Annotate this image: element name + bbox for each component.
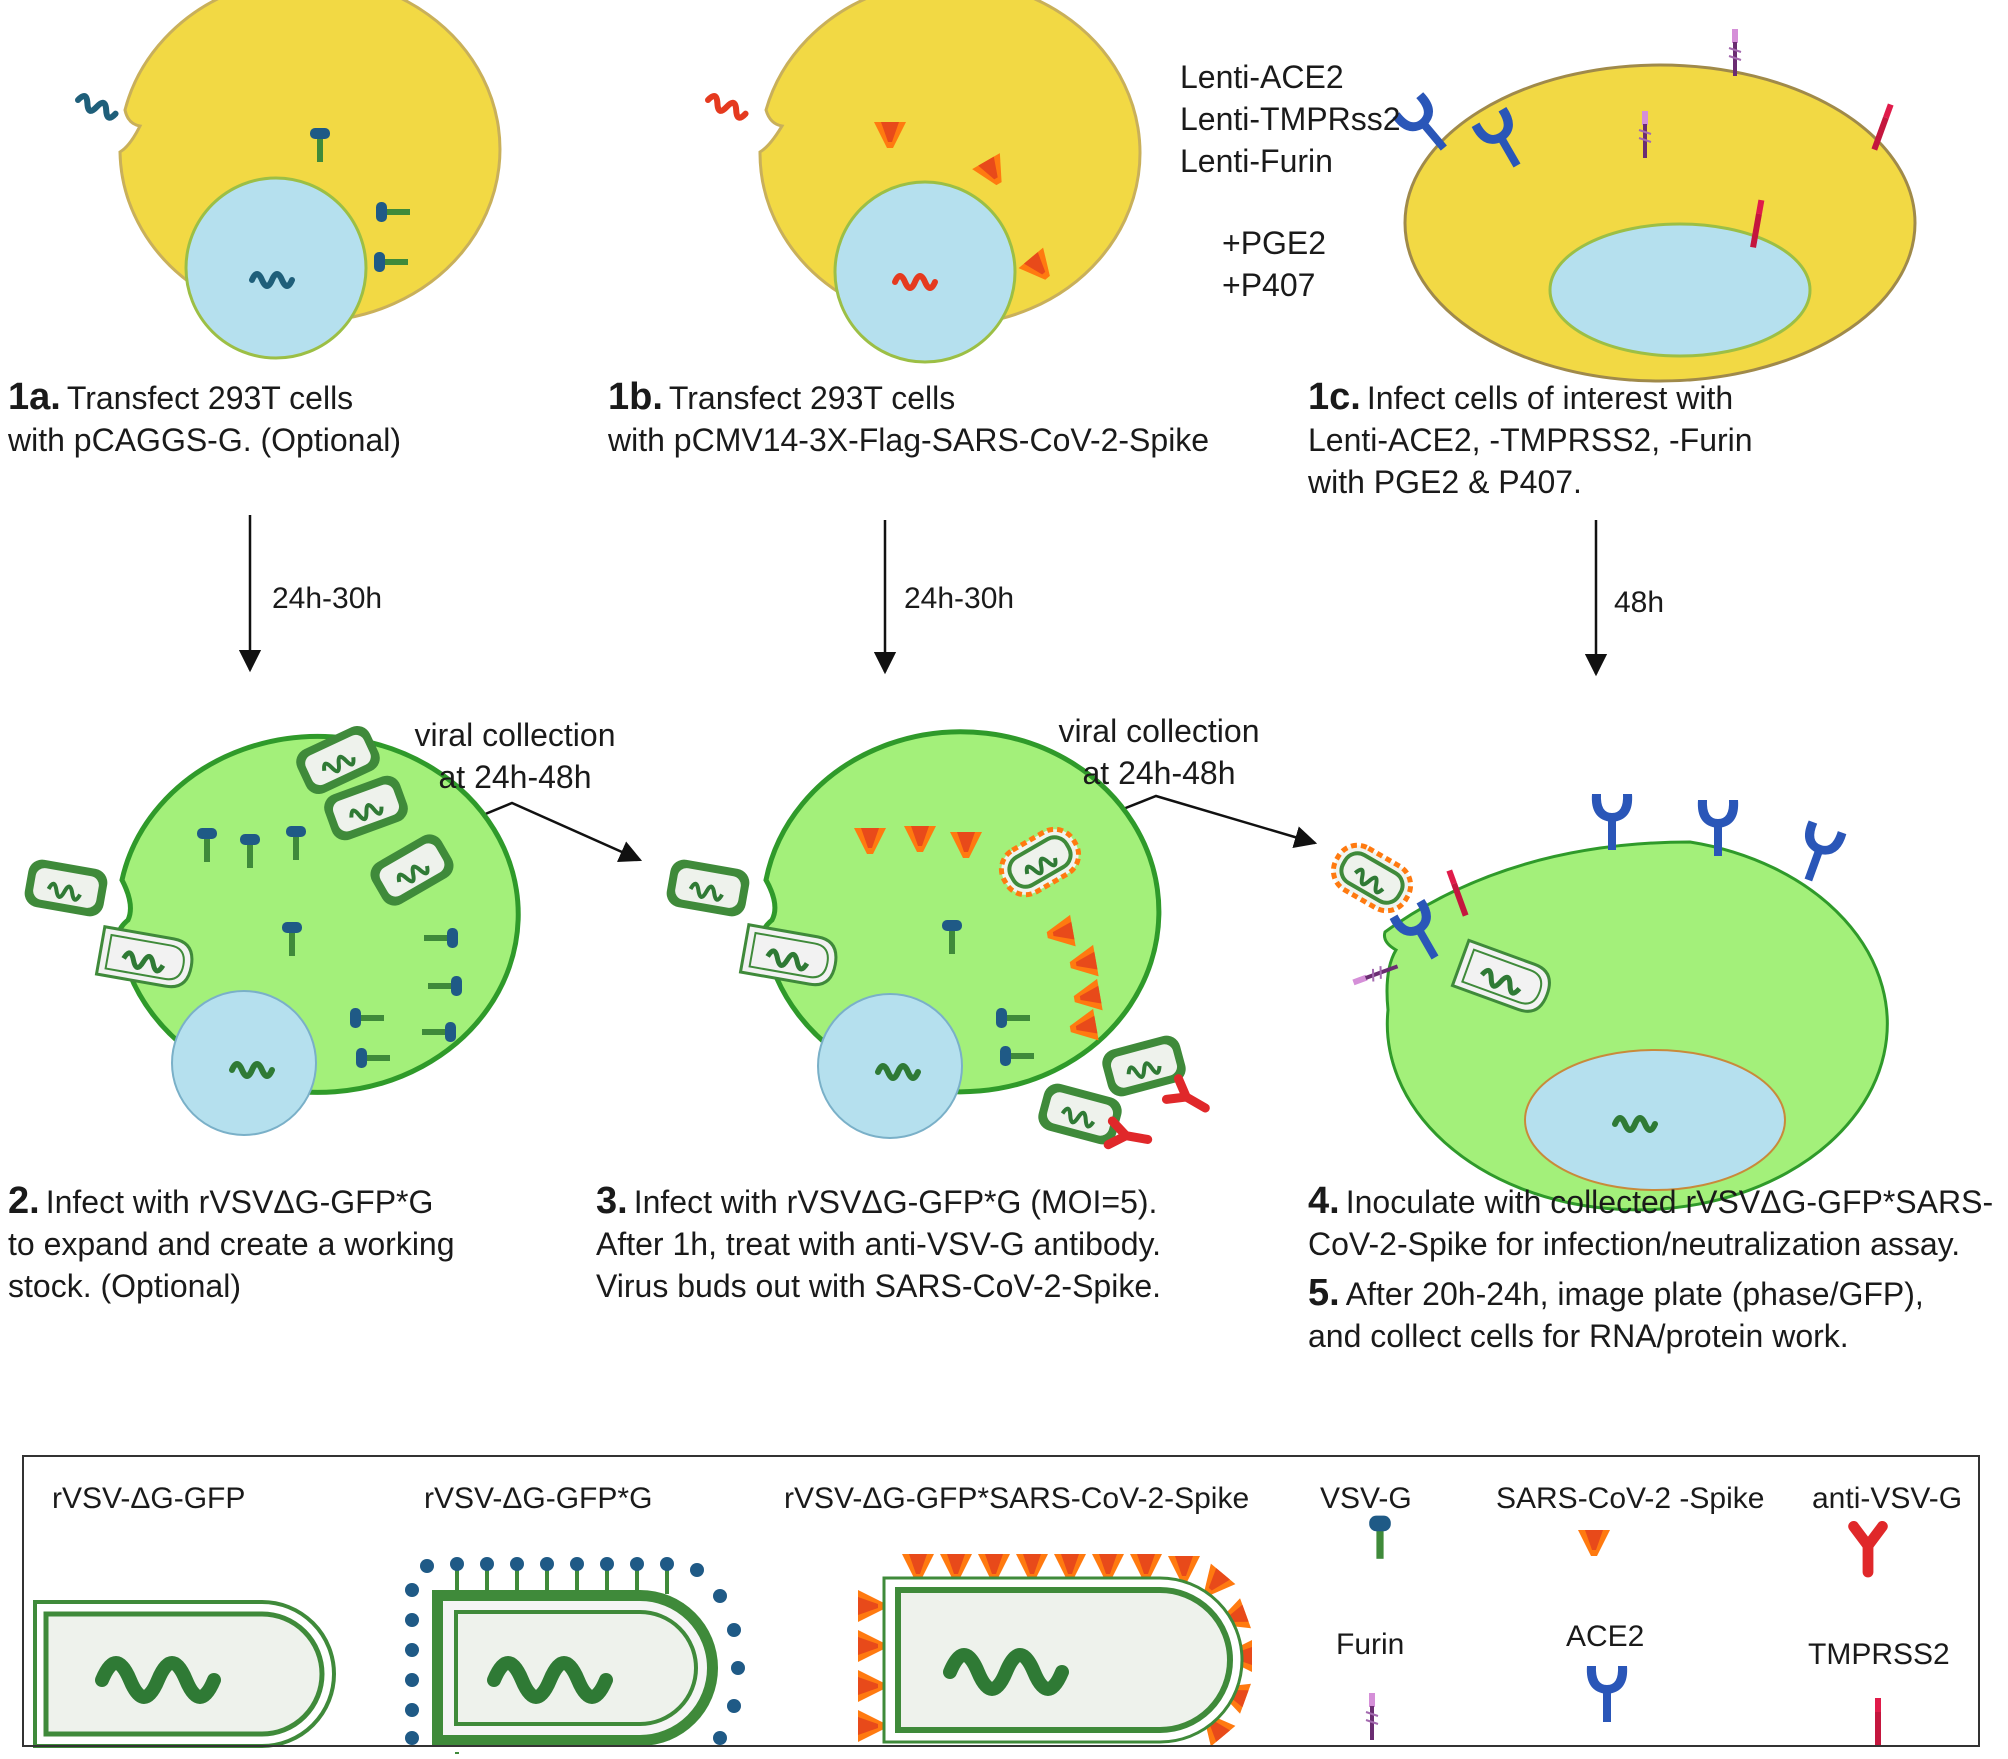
collection-1-line-1: viral collection bbox=[414, 717, 616, 753]
step-label-1b: 1b. bbox=[608, 376, 663, 418]
panel-2-line-2: to expand and create a working bbox=[8, 1226, 455, 1262]
panel-3-line-1: Infect with rVSVΔG-GFP*G (MOI=5). bbox=[633, 1184, 1158, 1220]
legend-label-virus-gfp-g: rVSV-ΔG-GFP*G bbox=[424, 1482, 653, 1515]
panel-1c-text: 1c.Infect cells of interest with Lenti-A… bbox=[1308, 376, 1753, 503]
legend-label-furin: Furin bbox=[1336, 1628, 1405, 1661]
lenti-tmprss2-label: Lenti-TMPRss2 bbox=[1180, 101, 1401, 137]
arrow-label-1: 24h-30h bbox=[272, 582, 383, 615]
panel-5-line-2: and collect cells for RNA/protein work. bbox=[1308, 1318, 1849, 1354]
additive-p407-label: +P407 bbox=[1222, 267, 1316, 303]
panel-2-line-3: stock. (Optional) bbox=[8, 1268, 241, 1304]
panel-1a-line-1: Transfect 293T cells bbox=[66, 380, 354, 416]
cell-3 bbox=[662, 729, 1211, 1152]
panel-3-text: 3.Infect with rVSVΔG-GFP*G (MOI=5). Afte… bbox=[596, 1180, 1161, 1307]
legend-virus-gfp-g-graphic bbox=[405, 1557, 745, 1754]
panel-5-line-1: After 20h-24h, image plate (phase/GFP), bbox=[1345, 1276, 1924, 1312]
legend-label-virus-gfp: rVSV-ΔG-GFP bbox=[52, 1482, 246, 1515]
collection-1-line-2: at 24h-48h bbox=[438, 759, 592, 795]
panel-1b-text: 1b.Transfect 293T cells with pCMV14-3X-F… bbox=[608, 376, 1209, 461]
collection-2-line-2: at 24h-48h bbox=[1082, 755, 1236, 791]
panel-2-line-1: Infect with rVSVΔG-GFP*G bbox=[45, 1184, 434, 1220]
legend-label-vsv-g: VSV-G bbox=[1320, 1482, 1412, 1515]
step-label-2: 2. bbox=[8, 1180, 40, 1222]
step-label-3: 3. bbox=[596, 1180, 628, 1222]
panel-3-line-2: After 1h, treat with anti-VSV-G antibody… bbox=[596, 1226, 1162, 1262]
legend-virus-spike-graphic bbox=[858, 1554, 1252, 1747]
panel-2-text: 2.Infect with rVSVΔG-GFP*G to expand and… bbox=[8, 1180, 455, 1307]
cell-4 bbox=[1325, 794, 1889, 1212]
arrow-label-3: 48h bbox=[1614, 586, 1665, 619]
panel-4-line-2: CoV-2-Spike for infection/neutralization… bbox=[1308, 1226, 1961, 1262]
lenti-ace2-label: Lenti-ACE2 bbox=[1180, 59, 1344, 95]
legend-virus-gfp-graphic bbox=[33, 1600, 336, 1748]
cell-1a bbox=[76, 0, 502, 360]
legend-label-spike: SARS-CoV-2 -Spike bbox=[1496, 1482, 1765, 1515]
additive-pge2-label: +PGE2 bbox=[1222, 225, 1327, 261]
lenti-furin-label: Lenti-Furin bbox=[1180, 143, 1333, 179]
step-label-4: 4. bbox=[1308, 1180, 1340, 1222]
legend-box bbox=[22, 1455, 1980, 1747]
collection-label-2: viral collection at 24h-48h bbox=[1044, 710, 1274, 794]
cell-1c bbox=[1392, 5, 1917, 383]
panel-4-text: 4.Inoculate with collected rVSVΔG-GFP*SA… bbox=[1308, 1180, 1993, 1265]
panel-4-line-1: Inoculate with collected rVSVΔG-GFP*SARS… bbox=[1345, 1184, 1994, 1220]
step-label-1c: 1c. bbox=[1308, 376, 1361, 418]
panel-1c-line-1: Infect cells of interest with bbox=[1366, 380, 1734, 416]
arrow-label-2: 24h-30h bbox=[904, 582, 1015, 615]
legend-vsv-g-graphic bbox=[1369, 1515, 1391, 1559]
legend-label-virus-spike: rVSV-ΔG-GFP*SARS-CoV-2-Spike bbox=[784, 1482, 1250, 1515]
legend-label-anti-vsv-g: anti-VSV-G bbox=[1812, 1482, 1963, 1515]
panel-5-text: 5.After 20h-24h, image plate (phase/GFP)… bbox=[1308, 1272, 1924, 1357]
cell-1b bbox=[706, 0, 1142, 364]
collection-2-line-1: viral collection bbox=[1058, 713, 1260, 749]
panel-3-line-3: Virus buds out with SARS-CoV-2-Spike. bbox=[596, 1268, 1161, 1304]
additive-list: +PGE2 +P407 bbox=[1222, 222, 1326, 306]
lenti-list: Lenti-ACE2 Lenti-TMPRss2 Lenti-Furin bbox=[1180, 56, 1401, 182]
cell-2 bbox=[20, 719, 521, 1136]
legend-label-ace2: ACE2 bbox=[1566, 1620, 1645, 1653]
panel-1c-line-2: Lenti-ACE2, -TMPRSS2, -Furin bbox=[1308, 422, 1753, 458]
collection-label-1: viral collection at 24h-48h bbox=[400, 714, 630, 798]
step-label-5: 5. bbox=[1308, 1272, 1340, 1314]
step-label-1a: 1a. bbox=[8, 376, 61, 418]
panel-1a-line-2: with pCAGGS-G. (Optional) bbox=[8, 422, 401, 458]
legend-label-tmprss2: TMPRSS2 bbox=[1808, 1638, 1950, 1671]
panel-1b-line-1: Transfect 293T cells bbox=[668, 380, 956, 416]
panel-1b-line-2: with pCMV14-3X-Flag-SARS-CoV-2-Spike bbox=[608, 422, 1210, 458]
panel-1a-text: 1a.Transfect 293T cells with pCAGGS-G. (… bbox=[8, 376, 401, 461]
panel-1c-line-3: with PGE2 & P407. bbox=[1308, 464, 1582, 500]
